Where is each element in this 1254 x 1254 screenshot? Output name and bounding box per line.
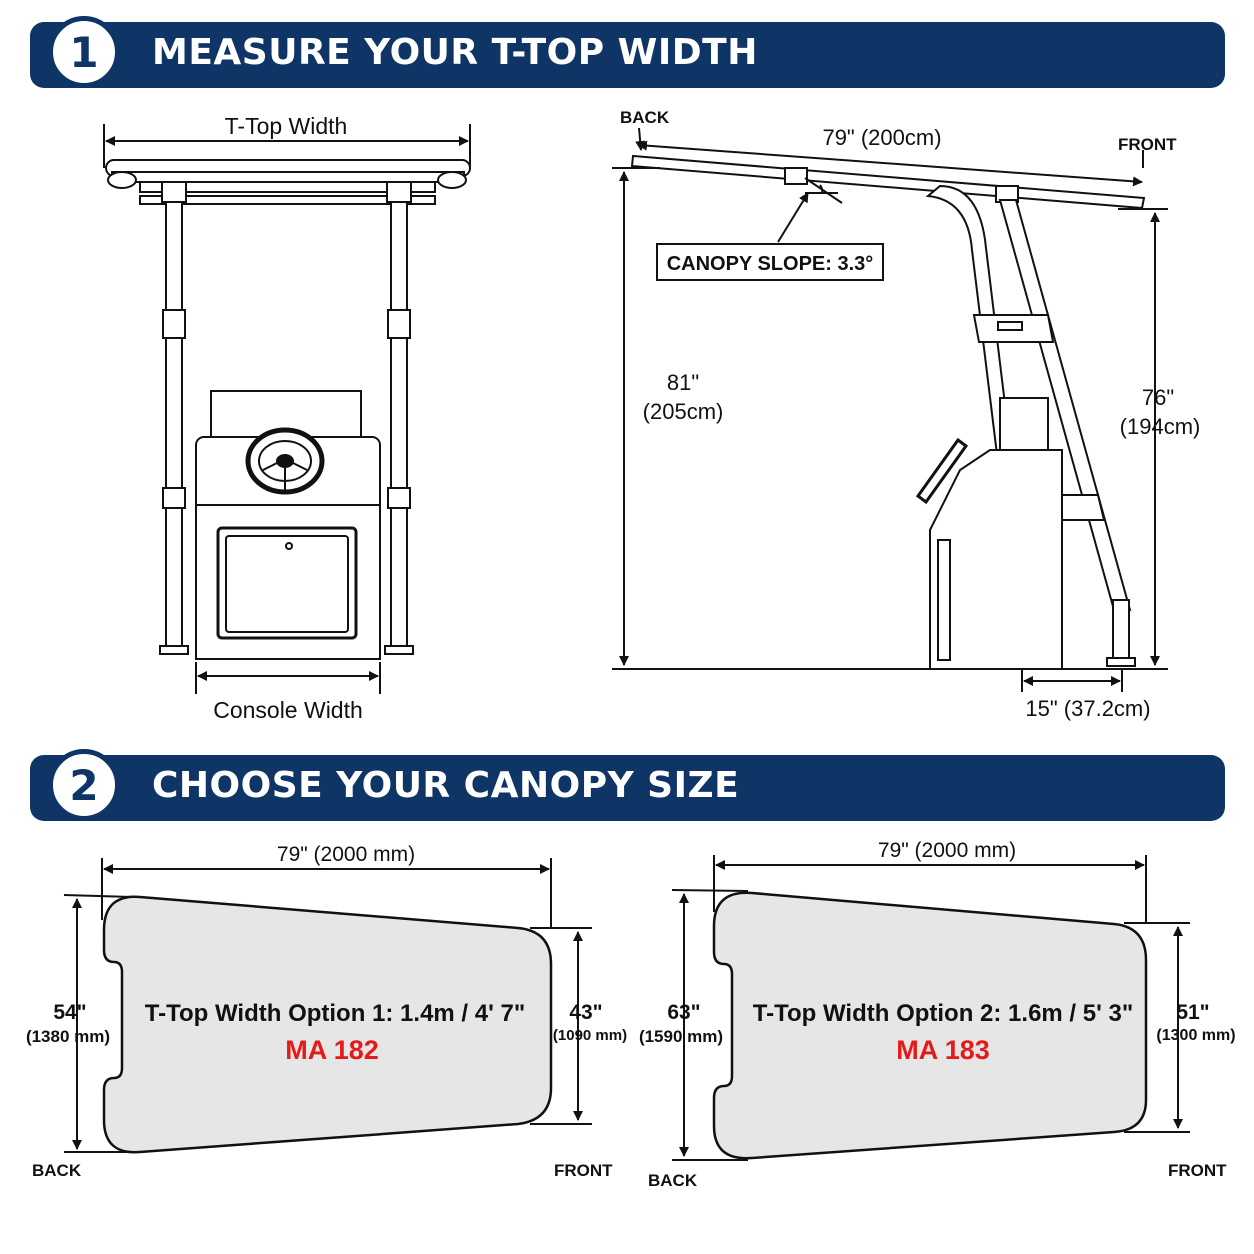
back-height-cm: (205cm) (643, 399, 724, 424)
canopy-1-option: T-Top Width Option 1: 1.4m / 4' 7" (145, 1000, 525, 1027)
canopy-2-front-inches: 51" (1176, 1001, 1209, 1024)
front-height-inches: 76" (1142, 385, 1174, 410)
t-top-width-label: T-Top Width (225, 113, 348, 139)
canopy-1-back-label: BACK (32, 1161, 82, 1180)
canopy-1-back-inches: 54" (53, 1001, 86, 1024)
canopy-2-length: 79" (2000 mm) (878, 839, 1016, 862)
section-2-title: CHOOSE YOUR CANOPY SIZE (152, 765, 740, 806)
canopy-1-model: MA 182 (285, 1035, 379, 1065)
side-view-drawing (612, 127, 1168, 692)
canopy-1-drawing (63, 858, 592, 1154)
canopy-2-back-inches: 63" (667, 1001, 700, 1024)
canopy-slope-label: CANOPY SLOPE: 3.3° (667, 253, 874, 275)
section-1-title: MEASURE YOUR T-TOP WIDTH (152, 32, 758, 73)
canopy-1-back-mm: (1380 mm) (26, 1027, 110, 1046)
back-height-inches: 81" (667, 370, 699, 395)
section-2-banner: 2 CHOOSE YOUR CANOPY SIZE (30, 749, 1225, 821)
step-1-badge: 1 (48, 16, 120, 88)
canopy-2-front-mm: (1300 mm) (1156, 1027, 1235, 1044)
canopy-2-back-mm: (1590 mm) (639, 1027, 723, 1046)
section-1-banner: 1 MEASURE YOUR T-TOP WIDTH (30, 16, 1225, 88)
side-back-label: BACK (620, 108, 670, 127)
canopy-2-back-label: BACK (648, 1171, 698, 1190)
base-width-label: 15" (37.2cm) (1025, 696, 1150, 721)
canopy-2-model: MA 183 (896, 1035, 990, 1065)
canopy-1-front-inches: 43" (569, 1001, 602, 1024)
side-front-label: FRONT (1118, 135, 1177, 154)
canopy-1-front-mm: (1090 mm) (553, 1027, 627, 1044)
canopy-1-front-label: FRONT (554, 1161, 613, 1180)
side-length-label: 79" (200cm) (822, 125, 941, 150)
canopy-2-drawing (671, 855, 1190, 1161)
canopy-2-front-label: FRONT (1168, 1161, 1227, 1180)
console-width-label: Console Width (213, 697, 363, 723)
canopy-1-length: 79" (2000 mm) (277, 843, 415, 866)
step-2-badge: 2 (48, 749, 120, 821)
front-height-cm: (194cm) (1120, 414, 1201, 439)
front-view-drawing (103, 124, 471, 694)
canopy-2-option: T-Top Width Option 2: 1.6m / 5' 3" (753, 1000, 1133, 1027)
